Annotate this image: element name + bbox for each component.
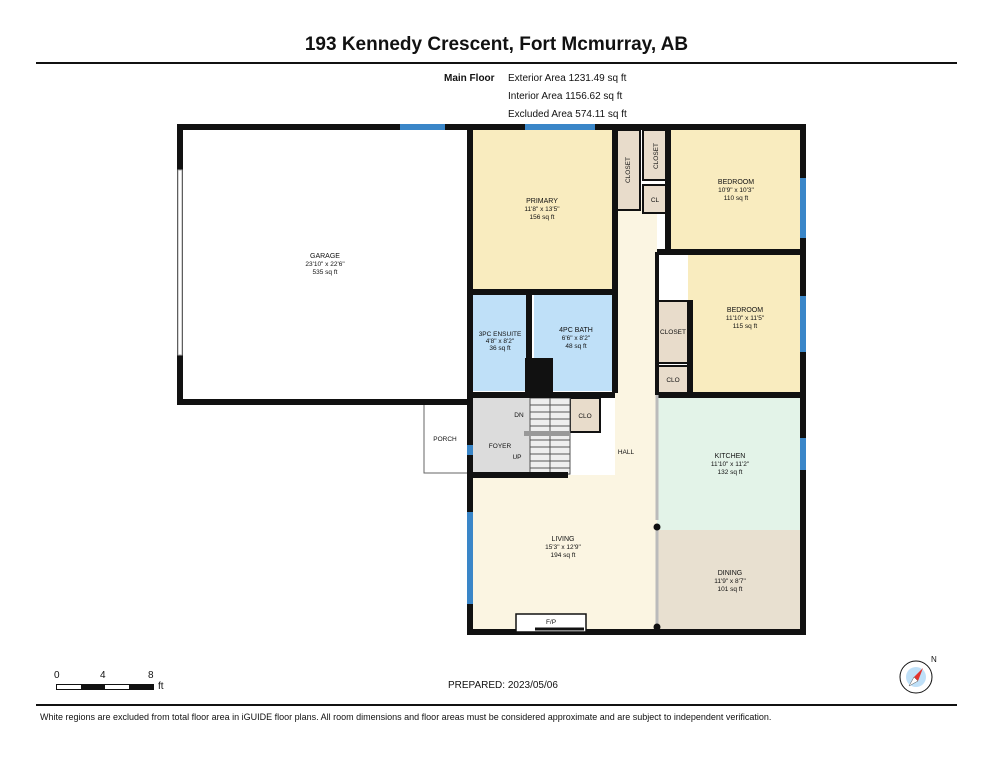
bedroom1-fill	[670, 127, 803, 252]
prepared-date: PREPARED: 2023/05/06	[448, 680, 558, 691]
fireplace-label: F/P	[546, 619, 556, 626]
compass-north-label: N	[931, 655, 937, 664]
compass: N	[898, 655, 938, 695]
room-label-kitchen: KITCHEN 11'10" x 11'2" 132 sq ft	[711, 453, 750, 476]
scale-bar: 0 4 8 ft	[52, 670, 172, 700]
kitchen-name: KITCHEN	[715, 453, 746, 460]
disclaimer: White regions are excluded from total fl…	[40, 712, 772, 722]
porch-label: PORCH	[433, 436, 457, 443]
room-label-bedroom-1: BEDROOM 10'9" x 10'3" 110 sq ft	[718, 179, 755, 202]
living-area: 194 sq ft	[551, 552, 576, 559]
kitchen-dims: 11'10" x 11'2"	[711, 461, 750, 468]
bedroom2-dims: 11'10" x 11'5"	[726, 315, 765, 322]
cl-label: CL	[651, 197, 660, 204]
room-label-dining: DINING 11'9" x 8'7" 101 sq ft	[714, 570, 746, 593]
kitchen-fill	[657, 395, 803, 530]
bath-area: 48 sq ft	[565, 343, 587, 350]
bedroom2-fill	[688, 255, 803, 393]
compass-tail-icon	[908, 676, 919, 687]
closet-primary-label: CLOSET	[625, 157, 632, 183]
living-fill	[470, 475, 657, 632]
garage-area: 535 sq ft	[313, 269, 338, 276]
dining-area: 101 sq ft	[718, 586, 743, 593]
garage-door	[177, 169, 183, 356]
scale-tick-8: 8	[148, 670, 154, 681]
bath-name: 4PC BATH	[559, 327, 593, 334]
column	[653, 623, 661, 631]
ensuite-fill	[472, 293, 526, 391]
compass-needle-icon	[914, 668, 923, 681]
bedroom1-area: 110 sq ft	[724, 195, 749, 202]
clo-foyer-label: CLO	[578, 413, 591, 420]
dining-dims: 11'9" x 8'7"	[714, 578, 746, 585]
primary-name: PRIMARY	[526, 198, 558, 205]
bedroom1-name: BEDROOM	[718, 179, 754, 186]
bath-dims: 6'6" x 8'2"	[562, 335, 591, 342]
ensuite-area: 36 sq ft	[489, 345, 511, 352]
scale-graphic	[56, 684, 154, 690]
stair-up-label: UP	[512, 454, 521, 461]
room-label-garage: GARAGE 23'10" x 22'6" 535 sq ft	[305, 253, 345, 276]
primary-dims: 11'8" x 13'5"	[524, 206, 560, 213]
primary-area: 156 sq ft	[530, 214, 555, 221]
primary-fill	[470, 127, 615, 292]
header-rule	[36, 62, 957, 64]
scale-unit: ft	[158, 681, 164, 692]
closet-bedroom2-label: CLOSET	[660, 329, 686, 336]
bedroom2-area: 115 sq ft	[733, 323, 758, 330]
ensuite-name: 3PC ENSUITE	[479, 331, 522, 338]
garage-dims: 23'10" x 22'6"	[305, 261, 345, 268]
footer-rule	[36, 704, 957, 706]
interior-area: Interior Area 1156.62 sq ft	[508, 91, 623, 102]
dining-fill	[657, 530, 803, 632]
closet-bedroom2	[657, 300, 689, 364]
windows	[400, 124, 806, 604]
cl-hall	[642, 184, 669, 214]
living-dims: 15'3" x 12'9"	[545, 544, 581, 551]
closet-primary	[614, 129, 641, 211]
ensuite-dims: 4'8" x 8'2"	[486, 338, 515, 345]
room-label-primary: PRIMARY 11'8" x 13'5" 156 sq ft	[524, 198, 560, 221]
bedroom2-name: BEDROOM	[727, 307, 763, 314]
porch-outline	[423, 402, 471, 474]
dining-name: DINING	[718, 570, 743, 577]
room-label-living: LIVING 15'3" x 12'9" 194 sq ft	[545, 536, 581, 559]
bedroom1-dims: 10'9" x 10'3"	[718, 187, 754, 194]
excluded-area: Excluded Area 574.11 sq ft	[508, 109, 627, 120]
room-label-ensuite: 3PC ENSUITE 4'8" x 8'2" 36 sq ft	[479, 331, 522, 352]
closet-bedroom1-label: CLOSET	[653, 143, 660, 169]
floor-name: Main Floor	[444, 73, 495, 84]
stair-down-label: DN	[514, 412, 524, 419]
scale-tick-0: 0	[54, 670, 60, 681]
hall-label: HALL	[618, 449, 635, 456]
room-label-bath: 4PC BATH 6'6" x 8'2" 48 sq ft	[559, 327, 593, 350]
column	[653, 523, 661, 531]
garage-name: GARAGE	[310, 253, 340, 260]
living-name: LIVING	[552, 536, 575, 543]
kitchen-area: 132 sq ft	[718, 469, 743, 476]
room-label-bedroom-2: BEDROOM 11'10" x 11'5" 115 sq ft	[726, 307, 765, 330]
exterior-area: Exterior Area 1231.49 sq ft	[508, 73, 627, 84]
foyer-label: FOYER	[489, 443, 512, 450]
plan-title: 193 Kennedy Crescent, Fort Mcmurray, AB	[304, 34, 689, 55]
stair-landing	[524, 431, 570, 436]
clo-hall-label: CLO	[666, 377, 679, 384]
scale-tick-4: 4	[100, 670, 106, 681]
